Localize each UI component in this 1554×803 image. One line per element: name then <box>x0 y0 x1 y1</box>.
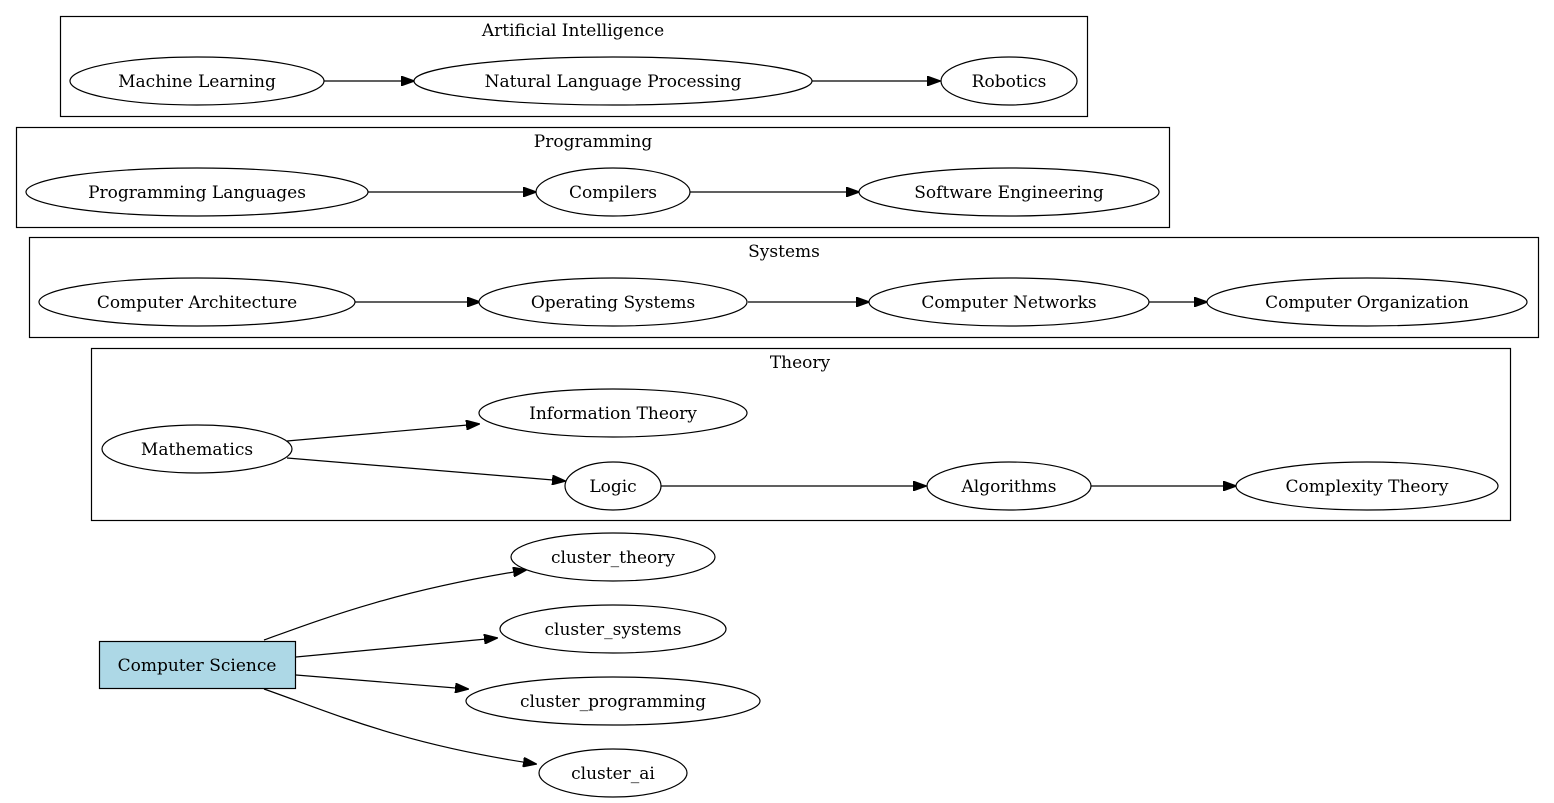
node-mathematics[interactable]: Mathematics <box>101 424 293 474</box>
node-logic-shape <box>564 461 662 511</box>
node-computer-organization[interactable]: Computer Organization <box>1206 277 1528 327</box>
edges <box>263 81 1236 764</box>
node-algorithms[interactable]: Algorithms <box>926 461 1092 511</box>
node-robotics-label: Robotics <box>972 72 1047 92</box>
edge-cs-cluster-theory <box>263 570 526 641</box>
node-programming-languages-shape <box>25 167 369 217</box>
edge-cs-cluster-programming <box>295 674 468 689</box>
cluster-ai-box <box>59 15 1089 118</box>
node-cluster-theory[interactable]: cluster_theory <box>510 532 716 582</box>
node-information-theory-shape <box>478 388 748 438</box>
node-software-engineering[interactable]: Software Engineering <box>858 167 1160 217</box>
node-information-theory-label: Information Theory <box>529 404 697 424</box>
edge-cs-cluster-systems <box>295 638 497 658</box>
node-software-engineering-label: Software Engineering <box>914 183 1104 203</box>
node-logic[interactable]: Logic <box>564 461 662 511</box>
node-cluster-programming-shape <box>465 676 761 726</box>
node-programming-languages-label: Programming Languages <box>88 183 306 203</box>
node-cluster-programming-label: cluster_programming <box>520 692 706 712</box>
node-computer-science-shape <box>98 640 297 690</box>
node-compilers-label: Compilers <box>569 183 657 203</box>
cluster-systems-title: Systems <box>748 242 820 262</box>
node-cluster-systems[interactable]: cluster_systems <box>499 604 727 654</box>
node-computer-networks-shape <box>868 277 1150 327</box>
node-cluster-systems-label: cluster_systems <box>545 620 682 640</box>
node-cluster-programming[interactable]: cluster_programming <box>465 676 761 726</box>
node-information-theory[interactable]: Information Theory <box>478 388 748 438</box>
cluster-systems: Systems <box>28 236 1540 339</box>
node-nlp-shape <box>413 56 813 106</box>
node-mathematics-shape <box>101 424 293 474</box>
node-algorithms-shape <box>926 461 1092 511</box>
node-computer-networks-label: Computer Networks <box>921 293 1096 313</box>
cluster-theory-box <box>90 347 1512 522</box>
node-cluster-ai-label: cluster_ai <box>571 764 655 784</box>
node-machine-learning-shape <box>69 56 325 106</box>
node-complexity-theory[interactable]: Complexity Theory <box>1235 461 1499 511</box>
cluster-systems-box <box>28 236 1540 339</box>
node-computer-networks[interactable]: Computer Networks <box>868 277 1150 327</box>
node-computer-organization-shape <box>1206 277 1528 327</box>
cluster-programming: Programming <box>15 126 1171 229</box>
cluster-theory-title: Theory <box>770 353 831 373</box>
node-mathematics-label: Mathematics <box>141 440 253 460</box>
node-cluster-systems-shape <box>499 604 727 654</box>
node-cluster-ai-shape <box>538 748 688 798</box>
node-nlp[interactable]: Natural Language Processing <box>413 56 813 106</box>
node-algorithms-label: Algorithms <box>960 477 1056 497</box>
node-compilers-shape <box>535 167 691 217</box>
node-complexity-theory-shape <box>1235 461 1499 511</box>
edge-cs-cluster-ai <box>263 688 536 764</box>
node-programming-languages[interactable]: Programming Languages <box>25 167 369 217</box>
node-complexity-theory-label: Complexity Theory <box>1286 477 1449 497</box>
node-operating-systems-label: Operating Systems <box>531 293 695 313</box>
node-operating-systems-shape <box>478 277 748 327</box>
cluster-programming-box <box>15 126 1171 229</box>
node-computer-architecture-shape <box>38 277 356 327</box>
node-cluster-theory-shape <box>510 532 716 582</box>
node-computer-organization-label: Computer Organization <box>1265 293 1469 313</box>
node-robotics[interactable]: Robotics <box>940 56 1078 106</box>
edge-math-logic <box>286 457 565 481</box>
node-computer-science-label: Computer Science <box>118 656 277 676</box>
node-cluster-theory-label: cluster_theory <box>551 548 675 568</box>
node-operating-systems[interactable]: Operating Systems <box>478 277 748 327</box>
node-cluster-ai[interactable]: cluster_ai <box>538 748 688 798</box>
node-compilers[interactable]: Compilers <box>535 167 691 217</box>
cluster-ai-title: Artificial Intelligence <box>481 21 664 41</box>
node-software-engineering-shape <box>858 167 1160 217</box>
node-computer-science[interactable]: Computer Science <box>98 640 297 690</box>
node-robotics-shape <box>940 56 1078 106</box>
node-computer-architecture[interactable]: Computer Architecture <box>38 277 356 327</box>
node-machine-learning[interactable]: Machine Learning <box>69 56 325 106</box>
node-nlp-label: Natural Language Processing <box>485 72 742 92</box>
edge-math-infotheory <box>286 424 479 442</box>
node-logic-label: Logic <box>589 477 636 497</box>
cluster-theory: Theory <box>90 347 1512 522</box>
node-computer-architecture-label: Computer Architecture <box>97 293 297 313</box>
cluster-programming-title: Programming <box>534 132 653 152</box>
node-machine-learning-label: Machine Learning <box>118 72 276 92</box>
cluster-ai: Artificial Intelligence <box>59 15 1089 118</box>
